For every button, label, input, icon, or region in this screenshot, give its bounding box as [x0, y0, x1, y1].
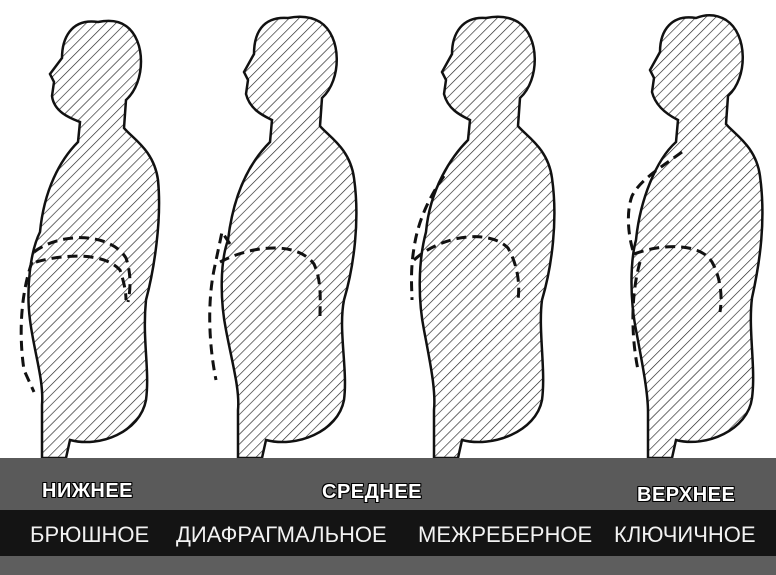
type-abdominal-label: БРЮШНОЕ [30, 522, 149, 548]
body-silhouette [632, 15, 763, 458]
body-silhouette [222, 17, 357, 458]
figure-abdominal-breathing [21, 21, 159, 458]
category-middle-label: СРЕДНЕЕ [322, 481, 422, 504]
figure-clavicular-breathing [628, 15, 762, 458]
figure-intercostal-breathing [412, 17, 555, 458]
figure-diaphragmatic-breathing [210, 17, 357, 458]
category-upper-label: ВЕРХНЕЕ [637, 484, 735, 507]
type-clavicular-label: КЛЮЧИЧНОЕ [614, 522, 756, 548]
bottom-band [0, 556, 776, 575]
category-lower-label: НИЖНЕЕ [42, 480, 133, 503]
type-intercostal-label: МЕЖРЕБЕРНОЕ [418, 522, 592, 548]
type-diaphragmatic-label: ДИАФРАГМАЛЬНОЕ [176, 522, 387, 548]
body-silhouette [28, 21, 159, 458]
body-silhouette [420, 17, 555, 458]
figures-illustration [0, 0, 776, 458]
